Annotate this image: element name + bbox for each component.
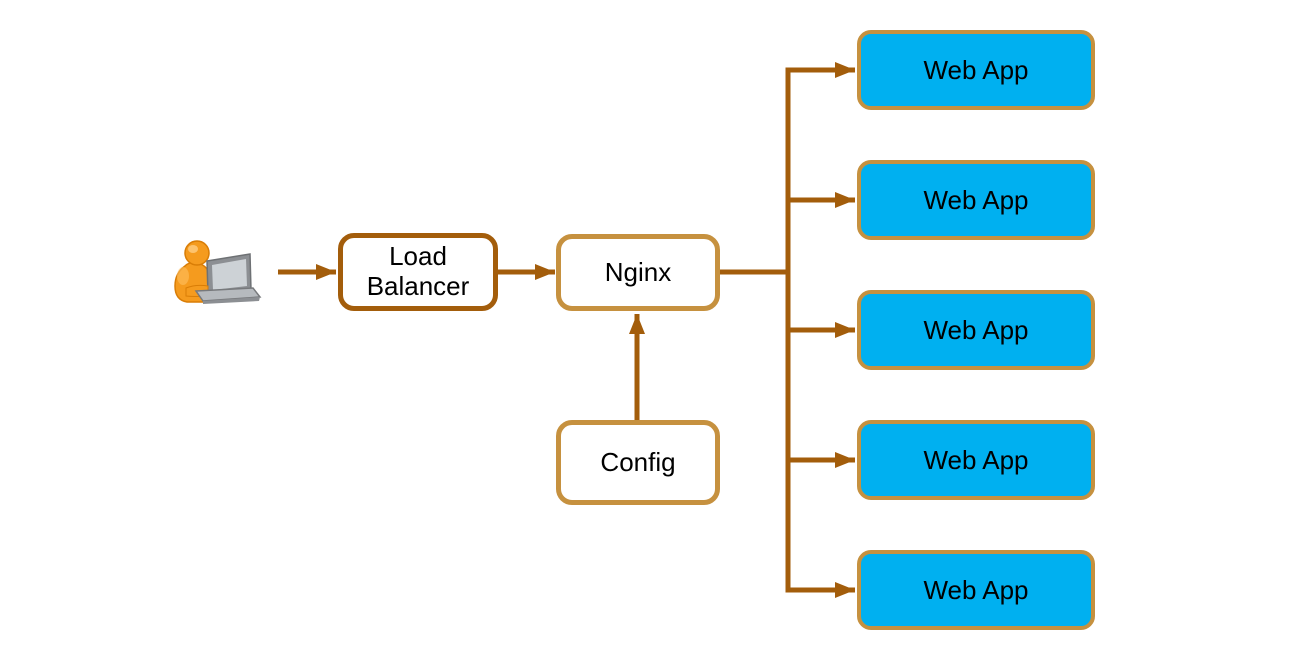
web-app-label: Web App — [923, 314, 1029, 345]
load-balancer-label: Load Balancer — [366, 241, 470, 301]
web-app-label: Web App — [923, 54, 1029, 85]
web-app-label: Web App — [923, 574, 1029, 605]
web-app-node-2[interactable]: Web App — [857, 160, 1095, 240]
web-app-label: Web App — [923, 444, 1029, 475]
nginx-label: Nginx — [604, 256, 672, 287]
user-laptop-icon[interactable] — [174, 240, 262, 304]
web-app-node-3[interactable]: Web App — [857, 290, 1095, 370]
web-app-label: Web App — [923, 184, 1029, 215]
web-app-node-1[interactable]: Web App — [857, 30, 1095, 110]
load-balancer-node[interactable]: Load Balancer — [338, 233, 498, 311]
web-app-node-5[interactable]: Web App — [857, 550, 1095, 630]
web-app-node-4[interactable]: Web App — [857, 420, 1095, 500]
config-node[interactable]: Config — [556, 420, 720, 505]
nginx-node[interactable]: Nginx — [556, 234, 720, 311]
config-label: Config — [600, 446, 676, 477]
